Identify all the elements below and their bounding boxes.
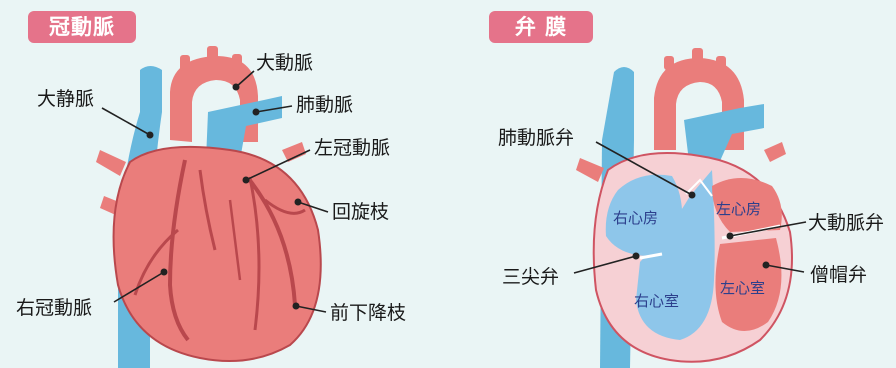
label-vena-cava: 大静脈 [37, 88, 95, 110]
label-right-coronary: 右冠動脈 [16, 297, 93, 319]
label-tricuspid-valve: 三尖弁 [502, 266, 560, 288]
label-aortic-valve: 大動脈弁 [808, 212, 885, 234]
valve-badge: 弁 膜 [489, 11, 593, 43]
label-circumflex: 回旋枝 [332, 201, 390, 223]
aorta-shape [170, 56, 258, 142]
left-atrium [712, 178, 782, 232]
label-left-coronary: 左冠動脈 [314, 137, 391, 159]
left-ventricle [715, 238, 782, 331]
heart-body [112, 145, 322, 363]
coronary-artery-badge: 冠動脈 [28, 11, 136, 43]
label-left-atrium: 左心房 [716, 200, 762, 218]
label-lad: 前下降枝 [330, 302, 407, 324]
label-right-ventricle: 右心室 [634, 292, 680, 310]
label-mitral-valve: 僧帽弁 [810, 264, 868, 286]
label-right-atrium: 右心房 [613, 209, 659, 227]
label-pulmonary-valve: 肺動脈弁 [498, 127, 575, 149]
pulmonary-artery-shape [206, 96, 282, 160]
right-ventricle [636, 170, 715, 340]
label-left-ventricle: 左心室 [720, 279, 766, 297]
label-aorta: 大動脈 [256, 52, 314, 74]
label-pulmonary-artery: 肺動脈 [296, 94, 354, 116]
section-aorta [654, 58, 744, 150]
